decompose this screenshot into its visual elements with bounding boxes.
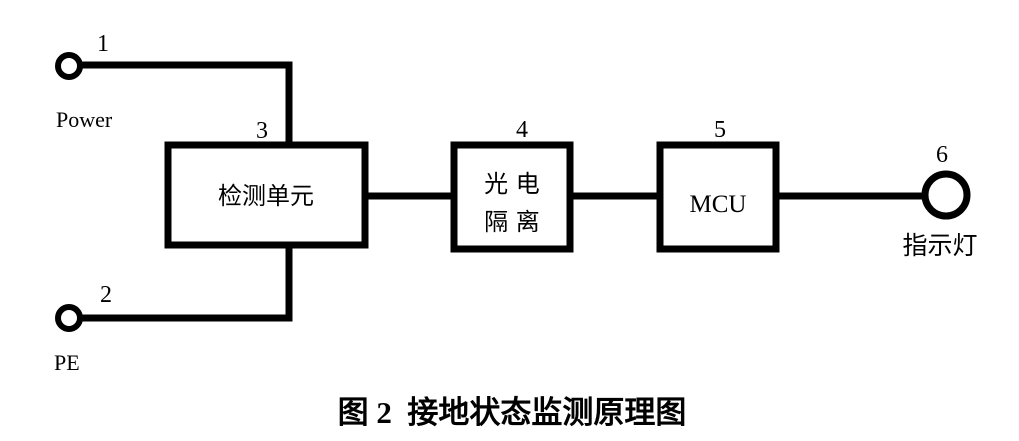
optocoupler-label-line1: 光 电 bbox=[484, 170, 540, 198]
pe-number: 2 bbox=[100, 282, 112, 308]
optocoupler-label-line2: 隔 离 bbox=[484, 208, 540, 236]
mcu-label: MCU bbox=[690, 191, 747, 218]
detection-unit-box bbox=[164, 141, 369, 249]
figure-caption: 图 2 接地状态监测原理图 bbox=[338, 395, 687, 430]
optocoupler-number: 4 bbox=[516, 117, 528, 143]
pe-terminal-icon bbox=[55, 304, 83, 332]
detection-unit-label: 检测单元 bbox=[218, 182, 314, 210]
optocoupler-box bbox=[450, 141, 574, 253]
wire-power-to-detection bbox=[76, 61, 293, 149]
indicator-number: 6 bbox=[936, 142, 948, 168]
pe-label: PE bbox=[54, 350, 80, 375]
indicator-lamp-icon bbox=[921, 170, 971, 220]
indicator-label: 指示灯 bbox=[902, 231, 977, 260]
mcu-number: 5 bbox=[714, 117, 726, 143]
wires bbox=[76, 61, 928, 322]
power-terminal-icon bbox=[55, 52, 83, 80]
detection-unit-number: 3 bbox=[256, 118, 268, 144]
power-label: Power bbox=[56, 107, 113, 132]
power-number: 1 bbox=[97, 31, 109, 57]
wire-pe-to-detection bbox=[76, 241, 293, 322]
mcu-box bbox=[656, 141, 780, 253]
